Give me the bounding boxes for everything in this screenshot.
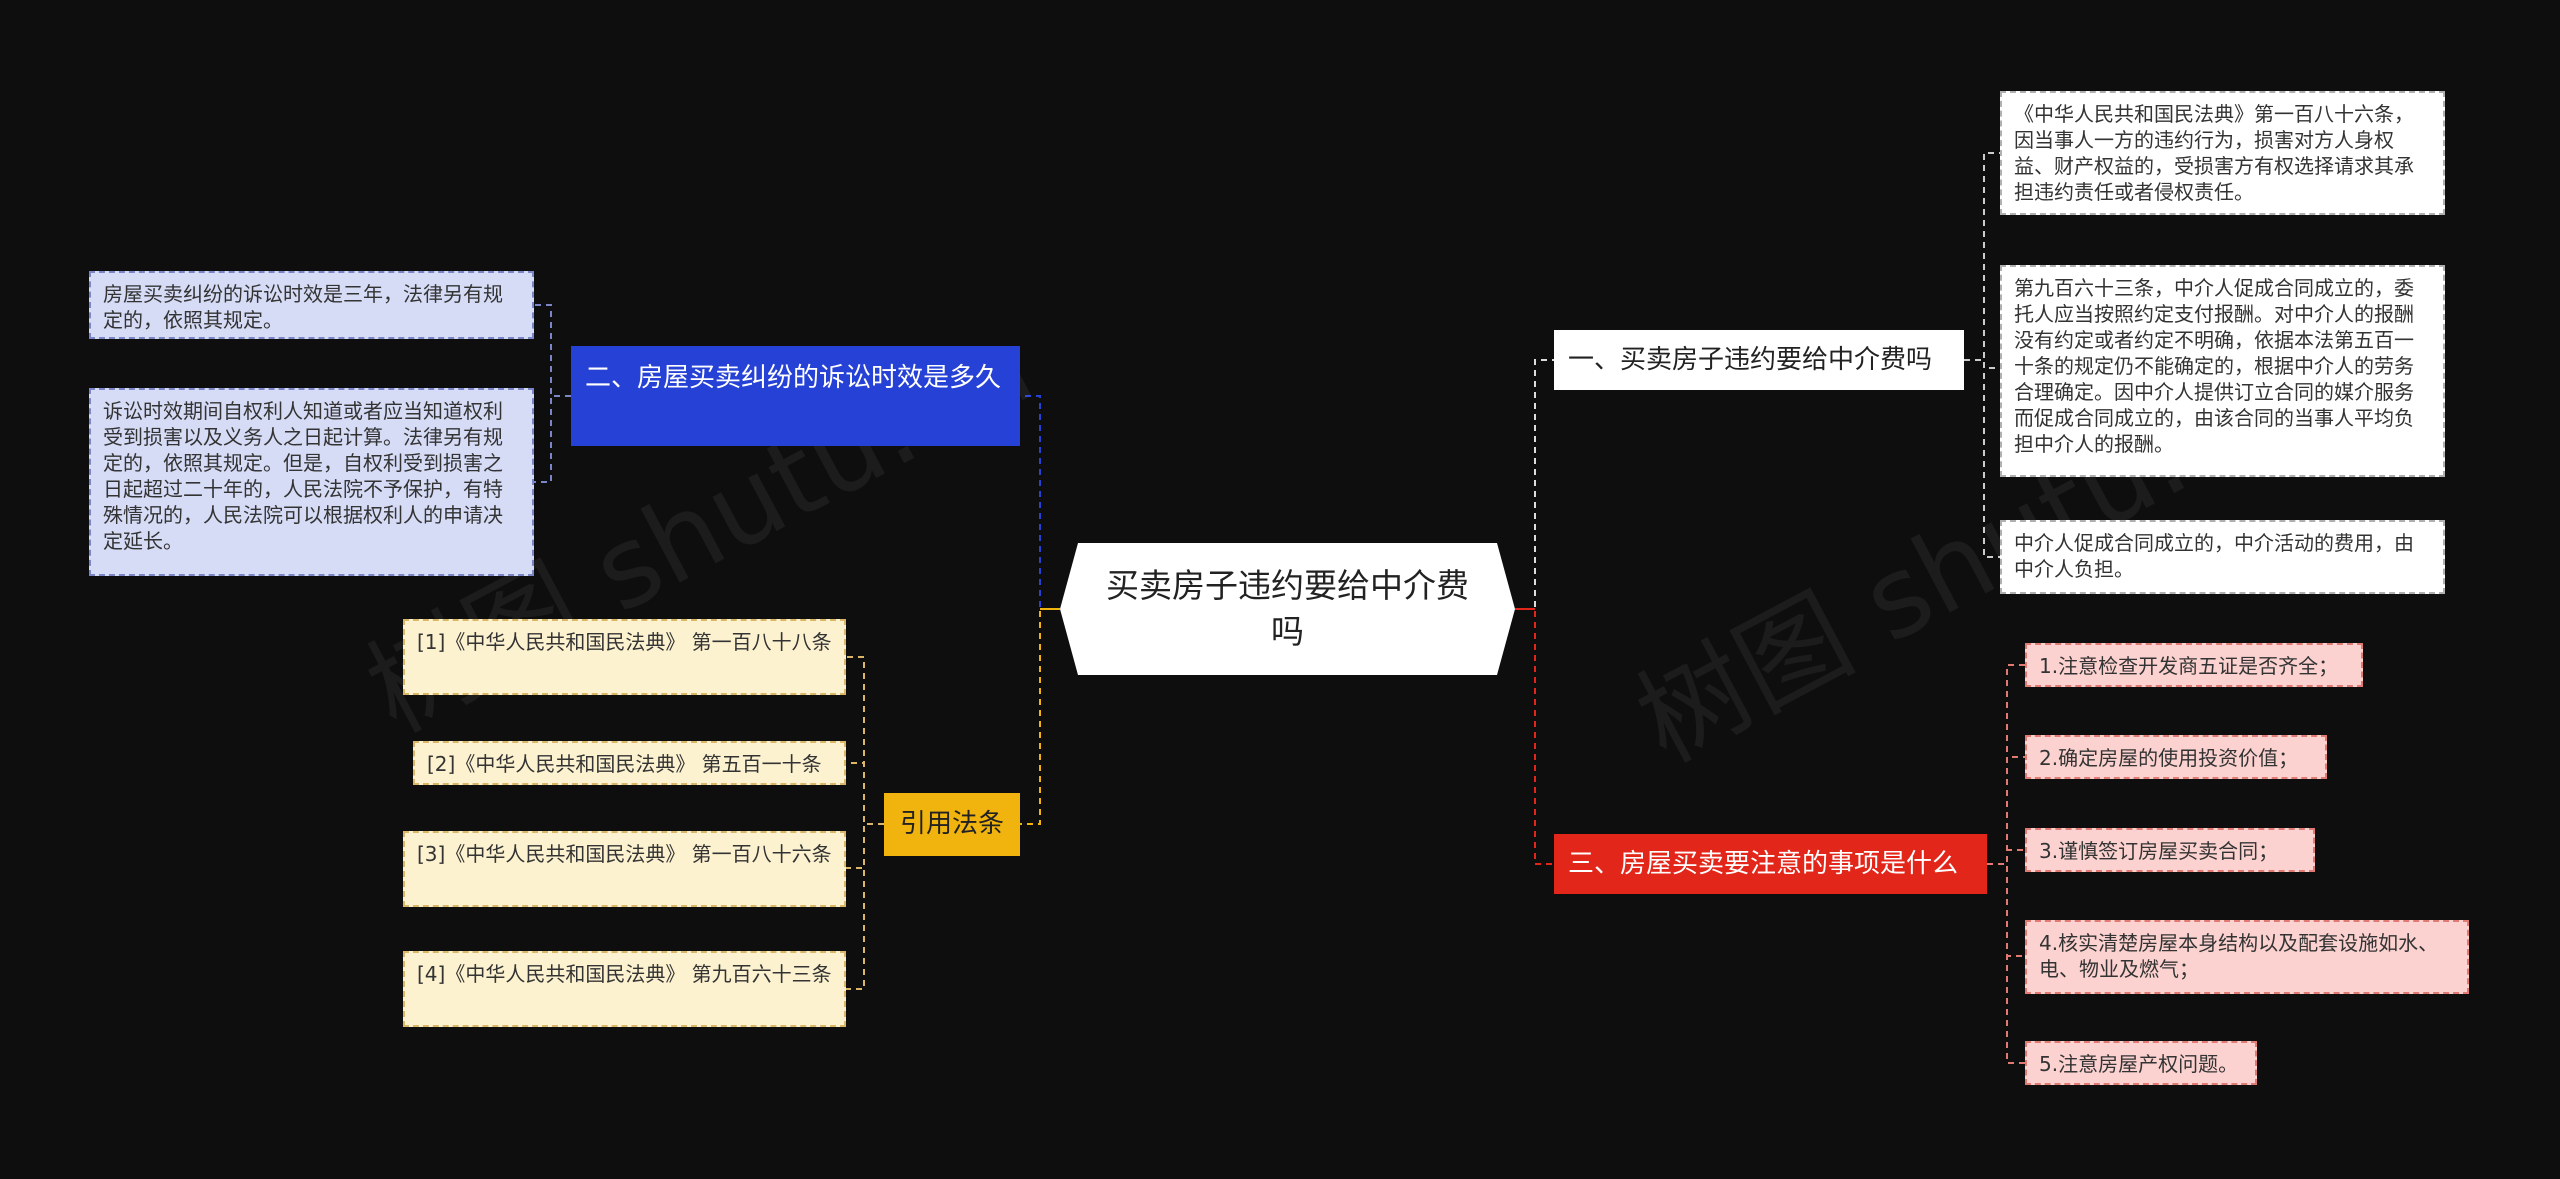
- branch-limitation-period[interactable]: 二、房屋买卖纠纷的诉讼时效是多久: [571, 346, 1020, 446]
- leaf-fee-1[interactable]: 《中华人民共和国民法典》第一百八十六条，因当事人一方的违约行为，损害对方人身权益…: [2000, 91, 2445, 215]
- leaf-law-2[interactable]: [2]《中华人民共和国民法典》 第五百一十条: [413, 741, 846, 785]
- branch-cited-laws[interactable]: 引用法条: [884, 793, 1020, 856]
- leaf-fee-3[interactable]: 中介人促成合同成立的，中介活动的费用，由中介人负担。: [2000, 520, 2445, 594]
- leaf-precaution-1[interactable]: 1.注意检查开发商五证是否齐全；: [2025, 643, 2363, 687]
- leaf-limitation-2[interactable]: 诉讼时效期间自权利人知道或者应当知道权利受到损害以及义务人之日起计算。法律另有规…: [89, 388, 534, 576]
- leaf-law-1[interactable]: [1]《中华人民共和国民法典》 第一百八十八条: [403, 619, 846, 695]
- leaf-law-3[interactable]: [3]《中华人民共和国民法典》 第一百八十六条: [403, 831, 846, 907]
- leaf-precaution-3[interactable]: 3.谨慎签订房屋买卖合同；: [2025, 828, 2315, 872]
- central-topic-label: 买卖房子违约要给中介费吗: [1106, 566, 1469, 651]
- leaf-limitation-1[interactable]: 房屋买卖纠纷的诉讼时效是三年，法律另有规定的，依照其规定。: [89, 271, 534, 339]
- branch-precautions[interactable]: 三、房屋买卖要注意的事项是什么: [1554, 834, 1987, 894]
- central-topic[interactable]: 买卖房子违约要给中介费吗: [1060, 543, 1515, 675]
- leaf-precaution-5[interactable]: 5.注意房屋产权问题。: [2025, 1041, 2257, 1085]
- leaf-fee-2[interactable]: 第九百六十三条，中介人促成合同成立的，委托人应当按照约定支付报酬。对中介人的报酬…: [2000, 265, 2445, 477]
- leaf-precaution-4[interactable]: 4.核实清楚房屋本身结构以及配套设施如水、电、物业及燃气；: [2025, 920, 2469, 994]
- branch-agency-fee[interactable]: 一、买卖房子违约要给中介费吗: [1554, 330, 1964, 390]
- leaf-precaution-2[interactable]: 2.确定房屋的使用投资价值；: [2025, 735, 2327, 779]
- leaf-law-4[interactable]: [4]《中华人民共和国民法典》 第九百六十三条: [403, 951, 846, 1027]
